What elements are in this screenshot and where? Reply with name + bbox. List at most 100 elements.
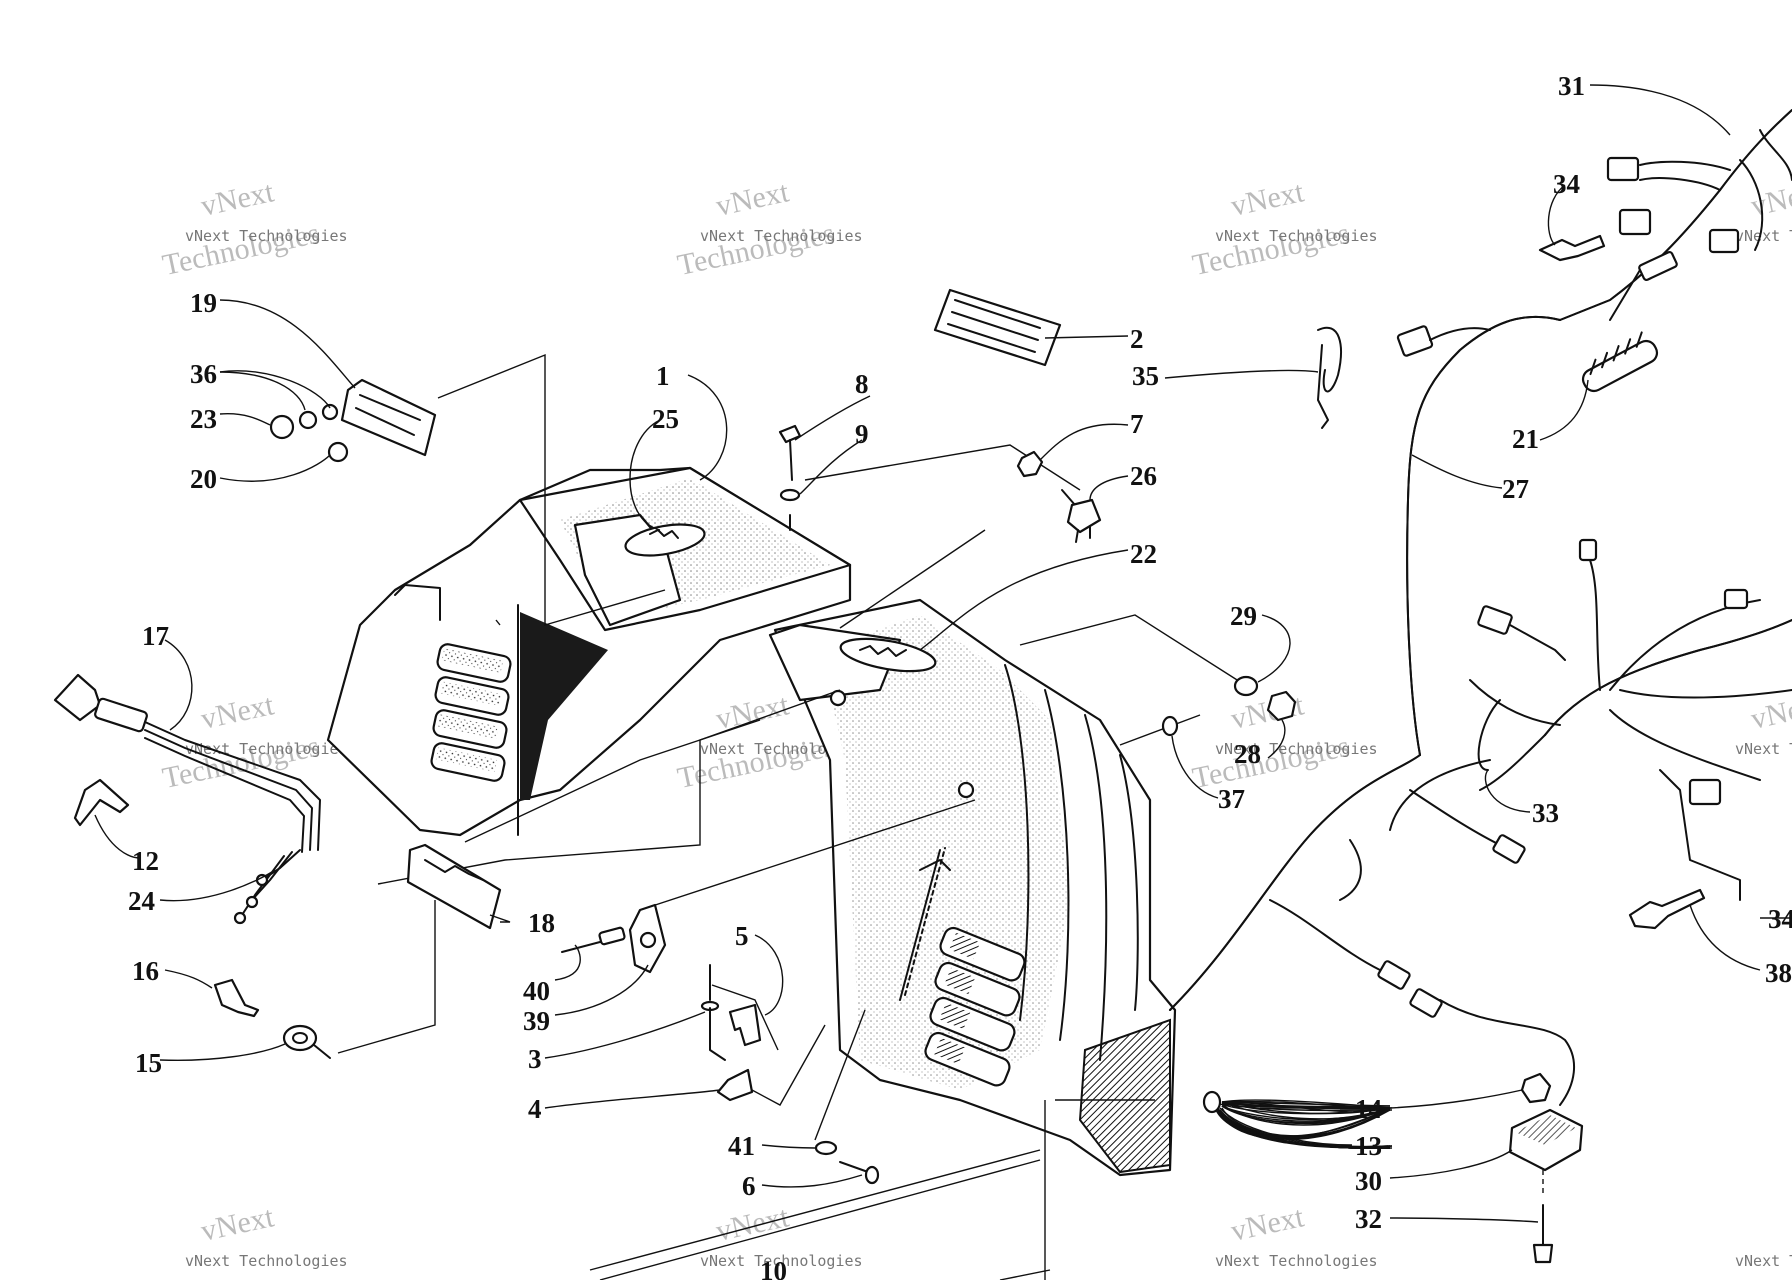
callout-40: 40 <box>523 976 550 1006</box>
svg-text:vNext Technologies: vNext Technologies <box>700 227 863 245</box>
svg-text:vNext Technologies: vNext Technologies <box>1735 1252 1792 1270</box>
cavity-shadow <box>520 612 608 800</box>
callout-30: 30 <box>1355 1166 1382 1196</box>
nut-23 <box>269 414 295 440</box>
callout-14: 14 <box>1355 1094 1382 1124</box>
callout-28: 28 <box>1234 739 1261 769</box>
callout-16: 16 <box>132 956 159 986</box>
callout-12: 12 <box>132 846 159 876</box>
washer-29 <box>1233 675 1259 697</box>
svg-text:vNext Technologies: vNext Technologies <box>1735 227 1792 245</box>
washer-9 <box>779 488 801 502</box>
callout-20: 20 <box>190 464 217 494</box>
grommet-37 <box>1161 715 1179 737</box>
callout-37: 37 <box>1218 784 1245 814</box>
callout-32: 32 <box>1355 1204 1382 1234</box>
washer-41 <box>814 1140 838 1156</box>
callout-26: 26 <box>1130 461 1157 491</box>
watermark: vNext Technologies vNext Technologies <box>675 175 863 282</box>
screw-3 <box>700 964 726 1061</box>
callout-6: 6 <box>742 1171 756 1201</box>
callout-34-right: 34 <box>1768 904 1792 934</box>
front-face <box>1078 1018 1171 1174</box>
left-vents <box>430 643 512 782</box>
nut-14 <box>1520 1072 1552 1104</box>
terminal-38 <box>1628 888 1706 930</box>
callout-25: 25 <box>652 404 679 434</box>
watermark: vNext Technologies vNext Technologies <box>1190 175 1378 282</box>
callout-labels: 1 25 2 8 9 7 26 22 19 36 23 20 17 12 24 … <box>128 71 1792 1280</box>
svg-text:vNext Technologies: vNext Technologies <box>185 1252 348 1270</box>
callout-35: 35 <box>1132 361 1159 391</box>
svg-text:vNext: vNext <box>198 1200 277 1248</box>
callout-8: 8 <box>855 369 869 399</box>
callout-18: 18 <box>528 908 555 938</box>
small-parts <box>53 234 1706 1264</box>
svg-text:vNext: vNext <box>713 175 792 223</box>
lens-plate-18 <box>406 843 502 930</box>
callout-5: 5 <box>735 921 749 951</box>
key-12 <box>73 778 130 827</box>
watermark: vNext vNext Technologies <box>185 1200 348 1270</box>
watermark: vNext vNext Technologies <box>1735 688 1792 758</box>
toggle-switch-26 <box>1061 489 1102 543</box>
svg-text:vNext: vNext <box>713 1200 792 1248</box>
svg-text:vNext: vNext <box>1228 1200 1307 1248</box>
watermark: vNext vNext Technologies <box>1735 175 1792 245</box>
callout-38: 38 <box>1765 958 1792 988</box>
svg-text:vNext Technologies: vNext Technologies <box>1215 227 1378 245</box>
callout-36: 36 <box>190 359 217 389</box>
callout-13: 13 <box>1355 1131 1382 1161</box>
screw-8 <box>778 424 802 481</box>
callout-31: 31 <box>1558 71 1585 101</box>
callout-34: 34 <box>1553 169 1580 199</box>
callout-15: 15 <box>135 1048 162 1078</box>
svg-text:vNext: vNext <box>198 688 277 736</box>
callout-2: 2 <box>1130 324 1144 354</box>
sleeve-21 <box>1581 331 1659 393</box>
terminal-34 <box>1538 234 1606 262</box>
bolt-32 <box>1532 1204 1554 1264</box>
clip-33 <box>1477 699 1501 771</box>
clamp-35 <box>1317 326 1342 429</box>
switch-15 <box>282 1024 331 1059</box>
lens-plate-19 <box>340 378 437 457</box>
callout-33: 33 <box>1532 798 1559 828</box>
svg-text:vNext: vNext <box>1228 175 1307 223</box>
svg-text:vNext Technologies: vNext Technologies <box>185 227 348 245</box>
callout-9: 9 <box>855 419 869 449</box>
callout-10: 10 <box>760 1256 787 1280</box>
svg-text:vNext Technologies: vNext Technologies <box>1735 740 1792 758</box>
callout-39: 39 <box>523 1006 550 1036</box>
grommet-20 <box>327 441 349 463</box>
watermark: vNext vNext Technologies <box>1215 1200 1378 1270</box>
grommet-13 <box>1202 1090 1222 1114</box>
svg-text:vNext Technologies: vNext Technologies <box>1215 740 1378 758</box>
screw-6 <box>839 1161 880 1185</box>
callout-27: 27 <box>1502 474 1529 504</box>
wiring-harness <box>1169 109 1792 1106</box>
key-16 <box>213 978 260 1018</box>
svg-text:vNext Technologies: vNext Technologies <box>1215 1252 1378 1270</box>
callout-22: 22 <box>1130 539 1157 569</box>
bracket-4 <box>716 1068 754 1102</box>
svg-text:vNext: vNext <box>1228 688 1307 736</box>
watermark: vNext Technologies <box>1735 1252 1792 1270</box>
clip-5 <box>728 1003 762 1047</box>
callout-29: 29 <box>1230 601 1257 631</box>
callout-4: 4 <box>528 1094 542 1124</box>
regulator-30 <box>1508 1108 1584 1172</box>
callout-3: 3 <box>528 1044 542 1074</box>
ignition-assembly-17 <box>53 673 321 925</box>
callout-41: 41 <box>728 1131 755 1161</box>
callout-17: 17 <box>142 621 169 651</box>
rear-console-shell <box>326 466 1177 1177</box>
right-vents <box>924 926 1026 1087</box>
svg-text:vNext Technologies: vNext Technologies <box>700 1252 863 1270</box>
callout-24: 24 <box>128 886 155 916</box>
callout-1: 1 <box>656 361 670 391</box>
callout-7: 7 <box>1130 409 1144 439</box>
callout-leaders <box>94 84 1792 1223</box>
svg-text:vNext: vNext <box>198 175 277 223</box>
callout-23: 23 <box>190 404 217 434</box>
